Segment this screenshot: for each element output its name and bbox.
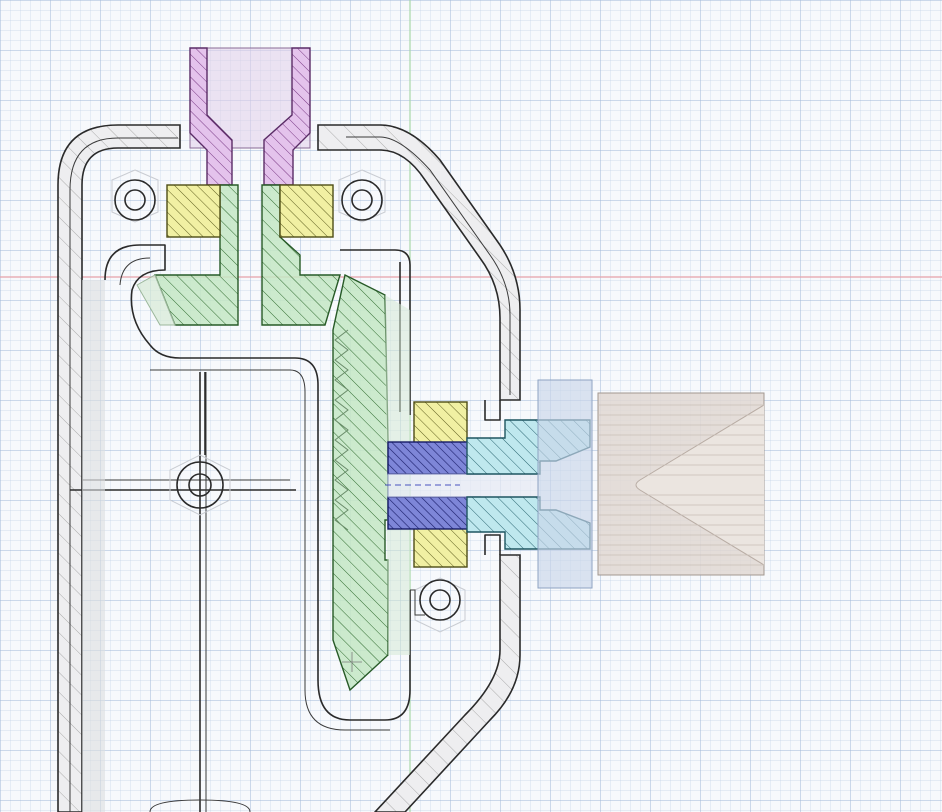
screw-hole-middle <box>169 454 231 516</box>
motor-body <box>597 392 765 576</box>
housing-right-wall <box>317 124 521 401</box>
shaft-pin-lower <box>387 496 481 530</box>
housing-ribs <box>70 372 296 812</box>
gear-rack-arm <box>332 273 389 692</box>
screw-hole-lower-right <box>414 577 466 633</box>
bearing-top-right <box>279 184 334 238</box>
bearing-top-left <box>166 184 221 238</box>
housing-step-lower <box>410 589 425 616</box>
housing-notch-upper <box>484 400 501 421</box>
housing-channel-inner <box>119 257 390 731</box>
housing-body-shade <box>82 280 105 812</box>
cursor-crosshair <box>342 652 362 672</box>
screw-hole-top-right <box>338 169 386 223</box>
housing-notch-lower <box>484 534 501 555</box>
screw-hole-top-left <box>111 169 159 223</box>
housing-channel <box>104 244 411 721</box>
gear-ghost-left <box>136 274 176 326</box>
housing-inner-skin <box>69 137 178 812</box>
housing-right-inner-skin <box>346 136 511 395</box>
shaft-pin-upper <box>387 441 481 475</box>
motor-flange <box>537 379 593 589</box>
gear-teeth <box>334 329 349 531</box>
housing-lower-right-wall <box>373 554 521 812</box>
